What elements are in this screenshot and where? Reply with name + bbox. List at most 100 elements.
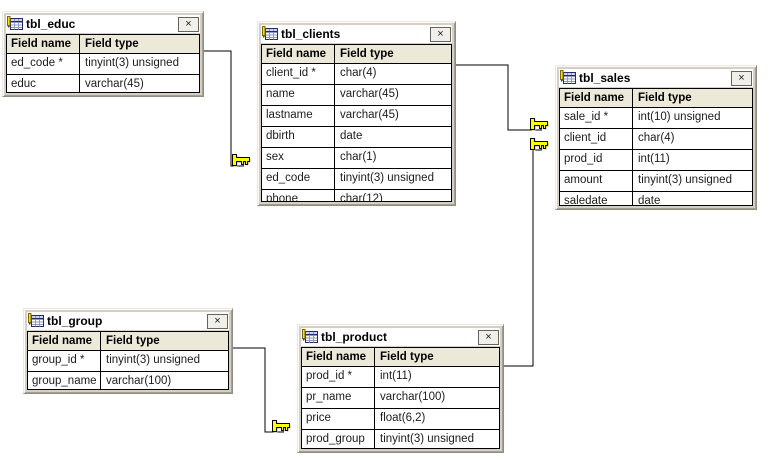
- field-name-header: Field name: [564, 92, 625, 104]
- close-button[interactable]: ×: [430, 27, 451, 42]
- field-name-cell: prod_id *: [306, 370, 353, 382]
- field-row[interactable]: client_id char(4): [560, 129, 752, 150]
- fields-table-header: Field name Field type: [302, 348, 499, 367]
- field-name-cell: prod_id: [564, 153, 603, 165]
- table-window-titlebar[interactable]: tbl_product ×: [301, 328, 500, 346]
- field-row[interactable]: group_id * tinyint(3) unsigned: [28, 351, 228, 372]
- field-row[interactable]: client_id * char(4): [262, 64, 451, 85]
- fields-table-header: Field name Field type: [262, 45, 451, 64]
- table-window-tbl_sales[interactable]: tbl_sales × Field name Field type sale_i…: [555, 65, 757, 210]
- field-row[interactable]: prod_id * int(11): [302, 367, 499, 388]
- fields-table: Field name Field type client_id * char(4…: [261, 44, 452, 202]
- column-divider: [374, 348, 375, 448]
- field-type-cell: varchar(100): [106, 375, 172, 387]
- close-button[interactable]: ×: [207, 314, 228, 329]
- foreign-key-icon: [232, 154, 251, 167]
- table-window-titlebar[interactable]: tbl_group ×: [27, 312, 229, 330]
- close-button[interactable]: ×: [478, 330, 499, 345]
- field-rows: prod_id * int(11) pr_name varchar(100) p…: [302, 367, 499, 448]
- table-window-tbl_educ[interactable]: tbl_educ × Field name Field type ed_code…: [2, 11, 204, 97]
- relationship-tbl_product.prod_id-to-tbl_sales.prod_id[interactable]: [504, 138, 549, 367]
- field-type-cell: date: [638, 195, 661, 206]
- field-name-header: Field name: [306, 351, 367, 363]
- foreign-key-icon: [530, 138, 549, 151]
- close-button[interactable]: ×: [178, 17, 199, 32]
- table-icon: [7, 16, 23, 30]
- field-name-header: Field name: [32, 335, 93, 347]
- field-row[interactable]: pr_name varchar(100): [302, 388, 499, 409]
- field-type-cell: char(12): [340, 193, 383, 202]
- field-type-cell: char(4): [340, 67, 377, 79]
- field-name-header: Field name: [266, 48, 327, 60]
- field-row[interactable]: dbirth date: [262, 127, 451, 148]
- field-name-cell: ed_code: [266, 172, 311, 184]
- column-divider: [100, 332, 101, 389]
- table-window-titlebar[interactable]: tbl_sales ×: [559, 69, 753, 87]
- table-window-titlebar[interactable]: tbl_clients ×: [261, 25, 452, 43]
- field-name-cell: ed_code *: [11, 57, 63, 69]
- fields-table: Field name Field type ed_code * tinyint(…: [6, 34, 200, 93]
- table-icon: [28, 313, 44, 327]
- relationship-line[interactable]: [233, 347, 284, 433]
- field-row[interactable]: price float(6,2): [302, 409, 499, 430]
- field-row[interactable]: sex char(1): [262, 148, 451, 169]
- relationship-tbl_educ.ed_code-to-tbl_clients.ed_code[interactable]: [204, 50, 251, 167]
- column-divider: [334, 45, 335, 201]
- relationship-line[interactable]: [456, 64, 542, 131]
- field-type-cell: float(6,2): [380, 412, 426, 424]
- relationship-line[interactable]: [504, 149, 542, 367]
- field-row[interactable]: prod_id int(11): [560, 150, 752, 171]
- table-name: tbl_clients: [281, 27, 341, 41]
- field-type-header: Field type: [380, 351, 434, 363]
- table-name: tbl_group: [47, 314, 103, 328]
- field-row[interactable]: phone char(12): [262, 190, 451, 202]
- field-name-cell: amount: [564, 174, 603, 186]
- field-row[interactable]: lastname varchar(45): [262, 106, 451, 127]
- field-type-cell: date: [340, 130, 363, 142]
- field-row[interactable]: group_name varchar(100): [28, 372, 228, 389]
- field-type-cell: tinyint(3) unsigned: [106, 354, 200, 366]
- table-name: tbl_educ: [26, 17, 76, 31]
- field-row[interactable]: prod_group tinyint(3) unsigned: [302, 430, 499, 448]
- relationship-tbl_group.group_id-to-tbl_product.prod_group[interactable]: [233, 347, 291, 433]
- table-window-tbl_group[interactable]: tbl_group × Field name Field type group_…: [23, 308, 233, 394]
- table-window-tbl_product[interactable]: tbl_product × Field name Field type prod…: [297, 324, 504, 453]
- field-row[interactable]: name varchar(45): [262, 85, 451, 106]
- field-row[interactable]: ed_code * tinyint(3) unsigned: [7, 54, 199, 75]
- column-divider: [632, 89, 633, 205]
- fields-table-header: Field name Field type: [7, 35, 199, 54]
- column-divider: [79, 35, 80, 92]
- field-type-cell: varchar(45): [85, 78, 144, 90]
- field-row[interactable]: amount tinyint(3) unsigned: [560, 171, 752, 192]
- fields-table-header: Field name Field type: [560, 89, 752, 108]
- field-name-cell: sale_id *: [564, 111, 609, 123]
- field-type-header: Field type: [340, 48, 394, 60]
- foreign-key-icon: [272, 420, 291, 433]
- field-name-cell: educ: [11, 78, 36, 90]
- field-type-header: Field type: [85, 38, 139, 50]
- close-button[interactable]: ×: [731, 71, 752, 86]
- field-name-header: Field name: [11, 38, 72, 50]
- table-name: tbl_product: [321, 330, 387, 344]
- field-rows: client_id * char(4) name varchar(45) las…: [262, 64, 451, 202]
- relationship-tbl_clients.client_id-to-tbl_sales.client_id[interactable]: [456, 64, 549, 131]
- field-row[interactable]: educ varchar(45): [7, 75, 199, 92]
- table-window-tbl_clients[interactable]: tbl_clients × Field name Field type clie…: [257, 21, 456, 206]
- field-row[interactable]: saledate date: [560, 192, 752, 206]
- relationship-line[interactable]: [204, 50, 244, 167]
- field-row[interactable]: ed_code tinyint(3) unsigned: [262, 169, 451, 190]
- field-name-cell: sex: [266, 151, 284, 163]
- field-name-cell: pr_name: [306, 391, 352, 403]
- field-type-cell: char(1): [340, 151, 377, 163]
- table-icon: [302, 329, 318, 343]
- foreign-key-icon: [530, 118, 549, 131]
- table-window-titlebar[interactable]: tbl_educ ×: [6, 15, 200, 33]
- field-type-cell: tinyint(3) unsigned: [638, 174, 732, 186]
- field-name-cell: saledate: [564, 195, 608, 206]
- field-row[interactable]: sale_id * int(10) unsigned: [560, 108, 752, 129]
- field-name-cell: lastname: [266, 109, 313, 121]
- fields-table: Field name Field type group_id * tinyint…: [27, 331, 229, 390]
- fields-table-header: Field name Field type: [28, 332, 228, 351]
